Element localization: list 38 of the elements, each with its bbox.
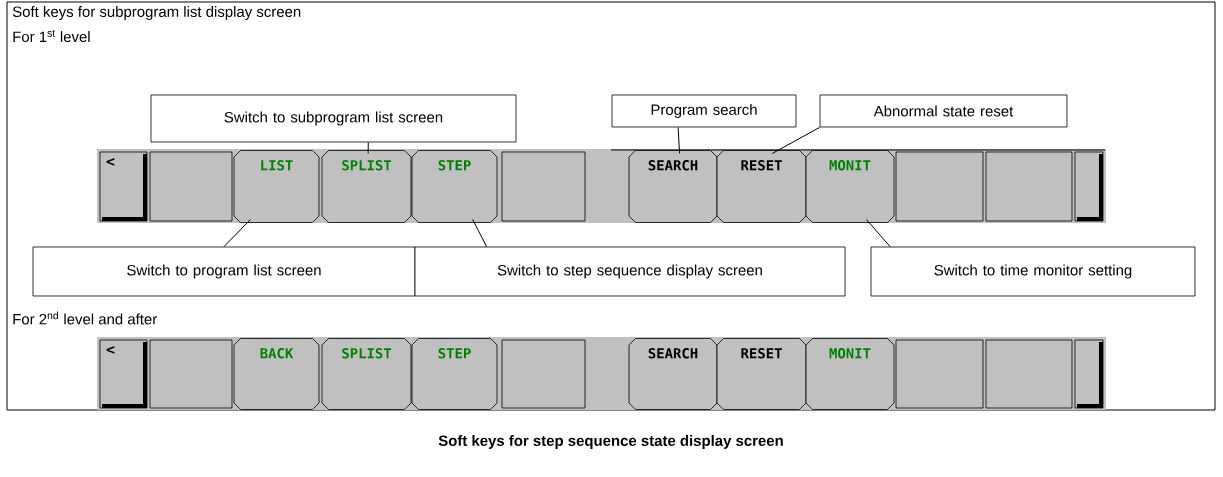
heading-text: For 2$^{nd}$ level and after	[13, 311, 157, 325]
callout-box: Switch to program list screen	[32, 246, 416, 297]
soft-key: RESET	[716, 338, 807, 410]
soft-key	[895, 151, 984, 222]
soft-key: SEARCH	[628, 150, 718, 223]
soft-key: BACK	[233, 338, 320, 410]
end-key: <	[99, 151, 148, 222]
soft-key	[501, 339, 586, 409]
soft-key: SPLIST	[321, 338, 412, 410]
callout-box: Switch to time monitor setting	[870, 246, 1196, 297]
soft-key	[149, 339, 233, 409]
soft-key: SEARCH	[628, 338, 718, 410]
soft-key: LIST	[233, 150, 320, 223]
callout-box: Program search	[611, 94, 797, 128]
leader-line	[472, 219, 488, 248]
callout-box: Switch to step sequence display screen	[414, 246, 846, 297]
leader-line	[677, 126, 681, 154]
soft-key: STEP	[411, 150, 498, 223]
heading-text: For 1$^{st}$ level	[13, 29, 90, 43]
soft-key	[149, 151, 233, 222]
soft-key: STEP	[411, 338, 498, 410]
callout-box: Abnormal state reset	[819, 94, 1068, 128]
heading-text: Soft keys for subprogram list display screen	[12, 6, 301, 20]
soft-key: MONIT	[805, 150, 895, 223]
callout-box: Switch to subprogram list screen	[150, 94, 517, 143]
end-key	[1074, 339, 1104, 409]
leader-line	[865, 219, 891, 248]
leader-line	[367, 141, 369, 154]
soft-key	[501, 151, 586, 222]
soft-key	[895, 339, 984, 409]
leader-line	[223, 219, 251, 248]
leader-line	[771, 126, 821, 154]
soft-key: SPLIST	[321, 150, 412, 223]
end-key	[1074, 151, 1104, 222]
soft-key: MONIT	[805, 338, 895, 410]
soft-key: RESET	[716, 150, 807, 223]
end-key: <	[99, 339, 148, 409]
caption: Soft keys for step sequence state display screen	[438, 435, 783, 449]
